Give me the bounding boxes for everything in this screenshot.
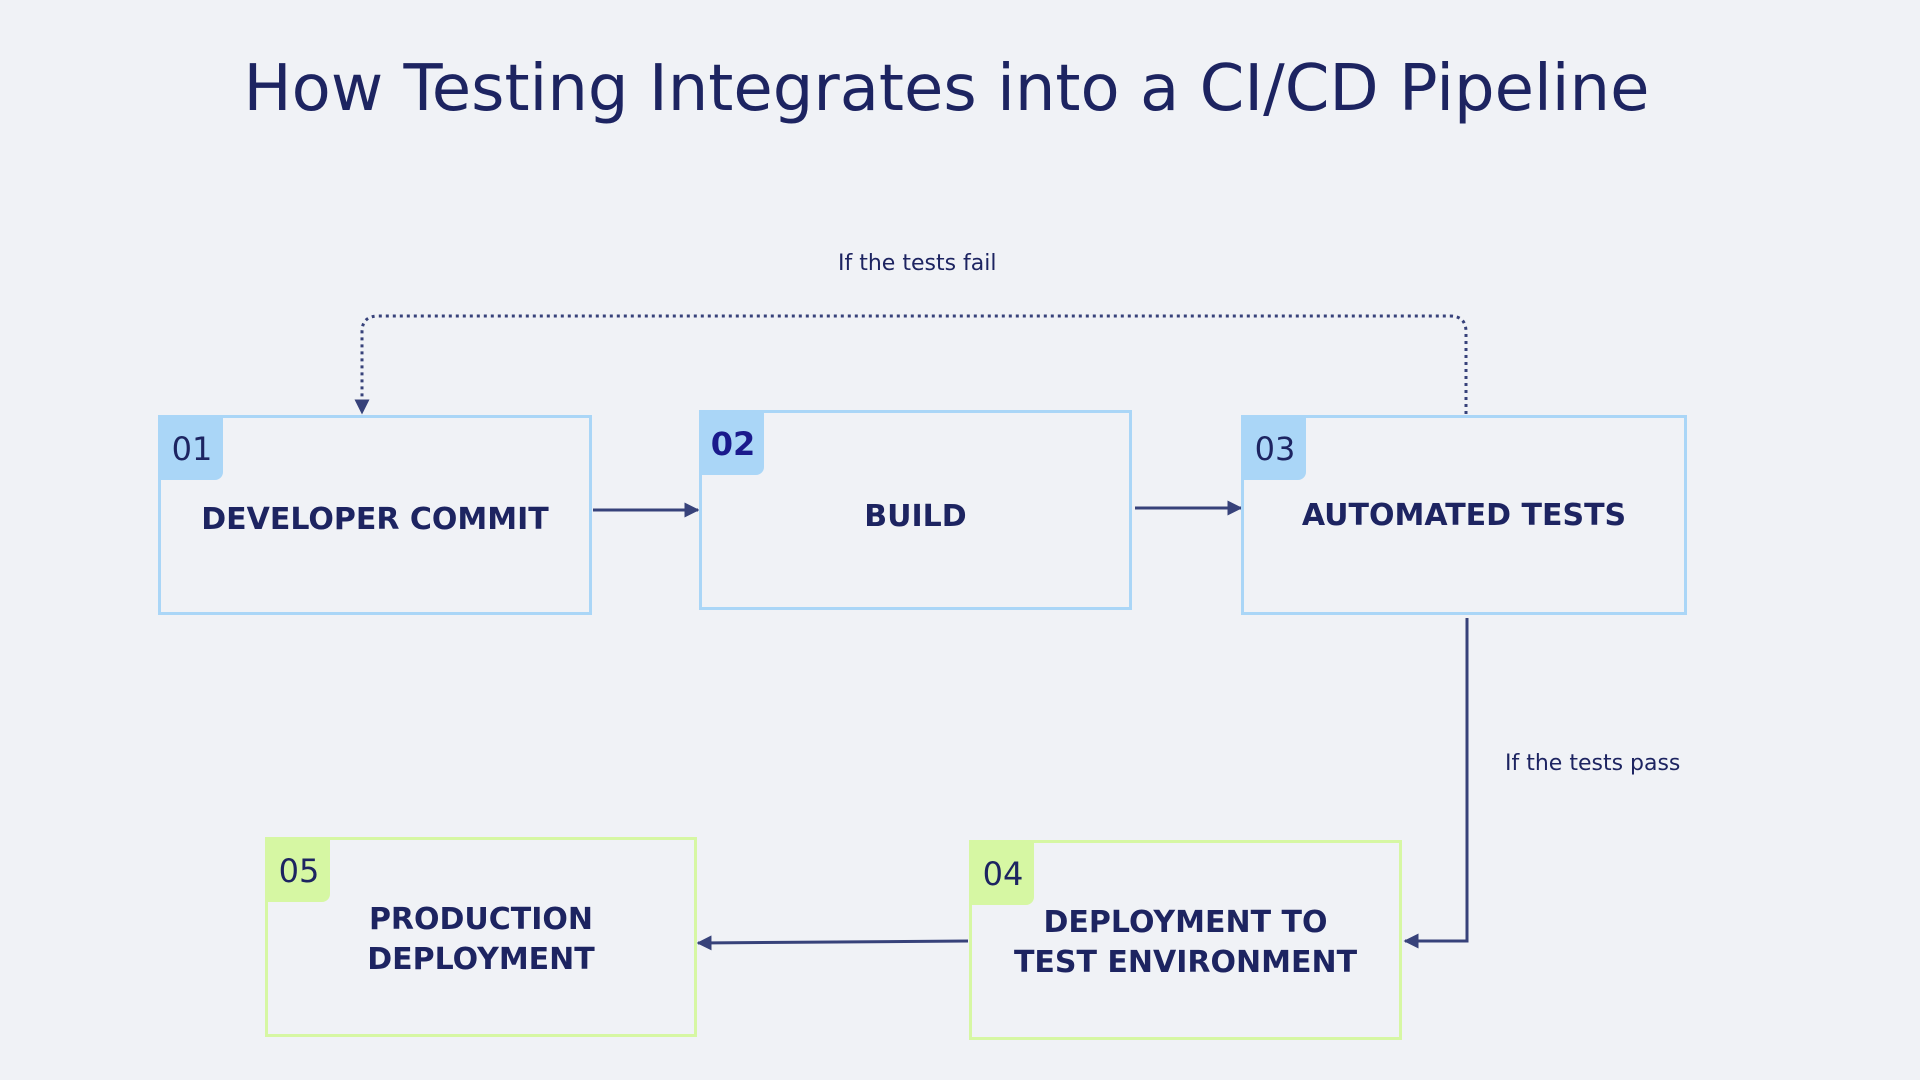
arrow-testenv-to-production [696, 935, 969, 951]
annotation-tests-pass: If the tests pass [1505, 751, 1681, 776]
step-label: AUTOMATED TESTS [1301, 498, 1627, 533]
annotation-tests-fail: If the tests fail [838, 251, 997, 276]
step-number-badge: 01 [161, 418, 223, 480]
step-label: DEVELOPER COMMIT [201, 502, 549, 537]
diagram-title: How Testing Integrates into a CI/CD Pipe… [243, 52, 1650, 126]
arrow-tests-pass [1403, 618, 1469, 949]
step-number-badge: 05 [268, 840, 330, 902]
arrow-tests-fail-loop [354, 314, 1468, 415]
step-developer-commit: 01 DEVELOPER COMMIT [158, 415, 592, 615]
step-automated-tests: 03 AUTOMATED TESTS [1241, 415, 1687, 615]
step-label: BUILD [864, 499, 967, 534]
step-label: PRODUCTION DEPLOYMENT [367, 902, 595, 977]
step-number-badge: 04 [972, 843, 1034, 905]
step-build: 02 BUILD [699, 410, 1132, 610]
step-deployment-test-environment: 04 DEPLOYMENT TO TEST ENVIRONMENT [969, 840, 1402, 1040]
step-label: DEPLOYMENT TO TEST ENVIRONMENT [1013, 905, 1358, 980]
step-number-badge: 03 [1244, 418, 1306, 480]
step-production-deployment: 05 PRODUCTION DEPLOYMENT [265, 837, 697, 1037]
step-number-badge: 02 [702, 413, 764, 475]
